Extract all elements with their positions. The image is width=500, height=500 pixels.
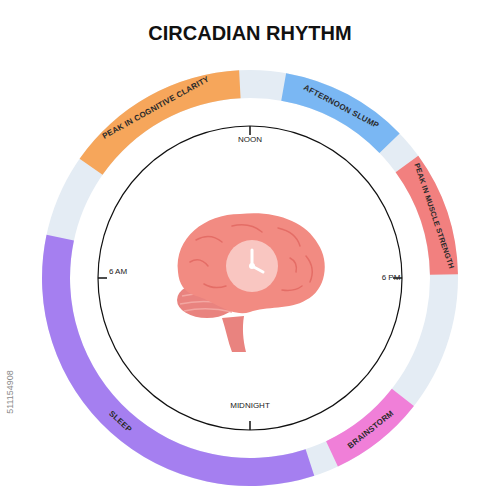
tick	[249, 421, 251, 430]
band-arc	[281, 73, 399, 153]
band-arc	[42, 235, 314, 486]
band-shape	[41, 233, 317, 488]
tick	[98, 277, 107, 279]
band-label: PEAK IN COGNITIVE CLARITY	[101, 76, 210, 141]
clock-label: NOON	[238, 136, 262, 144]
band-shape	[78, 69, 242, 177]
diagram-title: CIRCADIAN RHYTHM	[148, 23, 351, 43]
brain-illustration	[177, 213, 325, 352]
watermark: 511154908	[6, 370, 15, 414]
tick	[249, 126, 251, 135]
band-arc	[396, 156, 458, 275]
time-band: PEAK IN MUSCLE STRENGTH	[394, 154, 460, 277]
clock-label: 6 PM	[382, 274, 401, 282]
clock-label: MIDNIGHT	[230, 402, 270, 410]
time-band: AFTERNOON SLUMP	[280, 72, 402, 155]
clock-label: 6 AM	[109, 268, 127, 276]
clock-circle	[98, 126, 402, 430]
band-shape	[280, 72, 402, 155]
time-band: BRAINSTORM	[325, 387, 416, 468]
ring-background	[42, 70, 458, 486]
band-arc	[326, 389, 414, 467]
band-arc	[80, 70, 241, 174]
time-band: PEAK IN COGNITIVE CLARITY	[78, 69, 242, 177]
time-band: SLEEP	[41, 233, 317, 488]
